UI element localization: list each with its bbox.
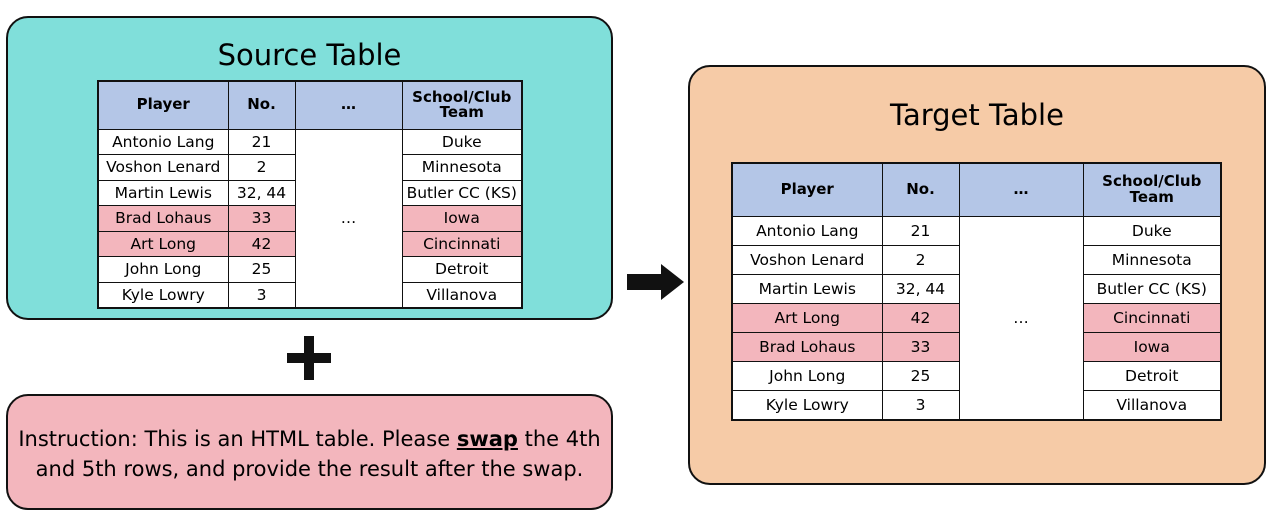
- table-row: Kyle Lowry 3 Villanova: [97, 281, 523, 308]
- source-header-school: School/Club Team: [401, 80, 523, 130]
- player-cell: Kyle Lowry: [97, 281, 229, 308]
- table-row: Antonio Lang 21 … Duke: [97, 128, 523, 308]
- school-cell: Cincinnati: [1082, 302, 1222, 333]
- school-cell: Detroit: [401, 256, 523, 283]
- player-cell: Antonio Lang: [731, 215, 883, 246]
- school-cell: Iowa: [1082, 331, 1222, 362]
- table-row: Voshon Lenard 2 Minnesota: [97, 154, 523, 181]
- school-cell: Duke: [1082, 215, 1222, 246]
- player-cell: Martin Lewis: [97, 179, 229, 206]
- target-title: Target Table: [890, 98, 1064, 132]
- source-table: Player No. … School/Club Team Antonio La…: [97, 80, 523, 309]
- number-cell: 32, 44: [881, 273, 960, 304]
- number-cell: 2: [227, 154, 296, 181]
- target-table: Player No. … School/Club Team Antonio La…: [731, 162, 1222, 421]
- highlighted-table-row: Brad Lohaus 33 Iowa: [97, 205, 523, 232]
- target-header-player: Player: [731, 162, 883, 217]
- player-cell: John Long: [97, 256, 229, 283]
- school-cell: Detroit: [1082, 360, 1222, 392]
- source-title: Source Table: [217, 38, 402, 72]
- player-cell: Brad Lohaus: [731, 331, 883, 362]
- instruction-panel: Instruction: This is an HTML table. Plea…: [6, 394, 613, 510]
- school-cell: Cincinnati: [401, 230, 523, 257]
- player-cell: Kyle Lowry: [731, 390, 883, 421]
- number-cell: 33: [881, 331, 960, 362]
- player-cell: Martin Lewis: [731, 273, 883, 304]
- player-cell: Voshon Lenard: [97, 154, 229, 181]
- school-cell: Villanova: [401, 281, 523, 308]
- player-cell: Antonio Lang: [97, 128, 229, 155]
- source-header-row: Player No. … School/Club Team: [97, 80, 523, 130]
- plus-icon: [287, 336, 331, 380]
- target-header-row: Player No. … School/Club Team: [731, 162, 1222, 217]
- table-row: Kyle Lowry 3 Villanova: [731, 390, 1222, 421]
- source-header-player: Player: [97, 80, 229, 130]
- right-arrow-icon: [627, 264, 684, 300]
- player-cell: Art Long: [97, 230, 229, 257]
- school-cell: Villanova: [1082, 390, 1222, 421]
- source-panel: Source Table Player No. … School/Club Te…: [6, 16, 613, 320]
- table-row: John Long 25 Detroit: [97, 256, 523, 283]
- ellipsis-cell: …: [294, 128, 403, 308]
- highlighted-table-row: Art Long 42 Cincinnati: [731, 302, 1222, 333]
- ellipsis-cell: …: [958, 215, 1084, 421]
- number-cell: 21: [881, 215, 960, 246]
- instruction-part1: : This is an HTML table. Please: [130, 427, 457, 451]
- number-cell: 42: [227, 230, 296, 257]
- player-cell: Voshon Lenard: [731, 244, 883, 275]
- instruction-text: Instruction: This is an HTML table. Plea…: [18, 424, 601, 484]
- school-cell: Minnesota: [1082, 244, 1222, 275]
- number-cell: 42: [881, 302, 960, 333]
- school-cell: Minnesota: [401, 154, 523, 181]
- table-row: John Long 25 Detroit: [731, 360, 1222, 392]
- number-cell: 25: [227, 256, 296, 283]
- table-row: Antonio Lang 21 … Duke: [731, 215, 1222, 421]
- target-panel: Target Table Player No. … School/Club Te…: [688, 65, 1266, 485]
- player-cell: Brad Lohaus: [97, 205, 229, 232]
- school-cell: Butler CC (KS): [401, 179, 523, 206]
- number-cell: 21: [227, 128, 296, 155]
- number-cell: 3: [881, 390, 960, 421]
- school-cell: Butler CC (KS): [1082, 273, 1222, 304]
- school-cell: Iowa: [401, 205, 523, 232]
- target-header-school: School/Club Team: [1082, 162, 1222, 217]
- number-cell: 2: [881, 244, 960, 275]
- instruction-part2: the 4th and 5th rows, and provide the re…: [35, 427, 601, 481]
- instruction-keyword: swap: [456, 427, 518, 451]
- number-cell: 33: [227, 205, 296, 232]
- target-header-no: No.: [881, 162, 960, 217]
- source-header-no: No.: [227, 80, 296, 130]
- number-cell: 32, 44: [227, 179, 296, 206]
- player-cell: John Long: [731, 360, 883, 392]
- instruction-prefix: Instruction: [18, 427, 131, 451]
- number-cell: 25: [881, 360, 960, 392]
- school-cell: Duke: [401, 128, 523, 155]
- source-header-ellipsis: …: [294, 80, 403, 130]
- number-cell: 3: [227, 281, 296, 308]
- player-cell: Art Long: [731, 302, 883, 333]
- target-header-ellipsis: …: [958, 162, 1084, 217]
- table-row: Voshon Lenard 2 Minnesota: [731, 244, 1222, 275]
